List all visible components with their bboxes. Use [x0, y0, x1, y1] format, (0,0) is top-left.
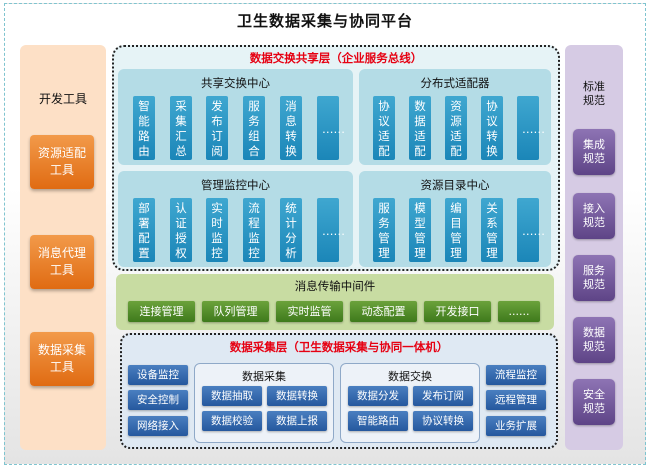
distributed-adapter: 分布式适配器 协议适配 数据适配 资源适配 协议转换 ……	[359, 69, 551, 165]
center-item[interactable]: 模型管理	[409, 198, 431, 262]
collect-left-item[interactable]: 网络接入	[128, 416, 188, 436]
center-item[interactable]: 资源适配	[445, 96, 467, 160]
resource-adapter-tool[interactable]: 资源适配工具	[30, 135, 94, 189]
center-item[interactable]: 发布订阅	[206, 96, 228, 160]
collect-right-item[interactable]: 业务扩展	[486, 416, 546, 436]
center-item[interactable]: 协议转换	[481, 96, 503, 160]
group-item[interactable]: 数据分发	[348, 386, 408, 406]
message-middleware: 消息传输中间件 连接管理 队列管理 实时监管 动态配置 开发接口 ......	[116, 274, 554, 330]
center-title: 资源目录中心	[420, 178, 490, 192]
center-item[interactable]: 消息转换	[280, 96, 302, 160]
center-title: 分布式适配器	[420, 76, 490, 90]
middleware-item[interactable]: 队列管理	[202, 301, 269, 322]
center-item[interactable]: 协议适配	[373, 96, 395, 160]
center-item[interactable]: 部署配置	[133, 198, 155, 262]
resource-catalog-center: 资源目录中心 服务管理 模型管理 编目管理 关系管理 ……	[359, 171, 551, 267]
center-item[interactable]: 服务管理	[373, 198, 395, 262]
group-item[interactable]: 发布订阅	[413, 386, 473, 406]
center-item-more[interactable]: ……	[317, 198, 345, 262]
middleware-item[interactable]: 实时监管	[276, 301, 343, 322]
center-item[interactable]: 编目管理	[445, 198, 467, 262]
data-exchange-share-layer: 数据交换共享层（企业服务总线） 共享交换中心 智能路由 采集汇总 发布订阅 服务…	[112, 45, 560, 271]
share-exchange-center: 共享交换中心 智能路由 采集汇总 发布订阅 服务组合 消息转换 ……	[118, 69, 353, 165]
center-item-more[interactable]: ……	[517, 198, 545, 262]
center-item[interactable]: 智能路由	[133, 96, 155, 160]
collect-right-item[interactable]: 远程管理	[486, 390, 546, 410]
center-title: 管理监控中心	[201, 178, 270, 192]
data-collect-tool[interactable]: 数据采集工具	[30, 332, 94, 386]
center-item[interactable]: 数据适配	[409, 96, 431, 160]
middleware-item[interactable]: 开发接口	[424, 301, 491, 322]
standards-title: 标准规范	[583, 80, 605, 107]
dev-tools-column: 开发工具 资源适配工具 消息代理工具 数据采集工具	[20, 45, 106, 450]
group-title: 数据采集	[242, 370, 286, 383]
collect-layer-title: 数据采集层（卫生数据采集与协同一体机）	[229, 340, 449, 354]
center-item[interactable]: 认证授权	[170, 198, 192, 262]
service-spec[interactable]: 服务规范	[573, 255, 615, 301]
group-item[interactable]: 智能路由	[348, 411, 408, 431]
center-item[interactable]: 服务组合	[243, 96, 265, 160]
collect-left-item[interactable]: 安全控制	[128, 390, 188, 410]
standards-column: 标准规范 集成规范 接入规范 服务规范 数据规范 安全规范	[565, 45, 623, 450]
collect-left-item[interactable]: 设备监控	[128, 365, 188, 385]
integration-spec[interactable]: 集成规范	[573, 129, 615, 175]
security-spec[interactable]: 安全规范	[573, 379, 615, 425]
middleware-item-more[interactable]: ......	[498, 301, 540, 322]
data-collect-layer: 数据采集层（卫生数据采集与协同一体机） 设备监控 安全控制 网络接入 数据采集 …	[120, 333, 558, 449]
group-item[interactable]: 数据上报	[267, 411, 327, 431]
message-proxy-tool[interactable]: 消息代理工具	[30, 235, 94, 289]
dev-tools-title: 开发工具	[38, 92, 87, 106]
group-item[interactable]: 数据校验	[202, 411, 262, 431]
center-item[interactable]: 采集汇总	[170, 96, 192, 160]
group-item[interactable]: 协议转换	[413, 411, 473, 431]
center-title: 共享交换中心	[201, 76, 270, 90]
center-item[interactable]: 关系管理	[481, 198, 503, 262]
data-spec[interactable]: 数据规范	[573, 317, 615, 363]
center-item[interactable]: 统计分析	[280, 198, 302, 262]
center-item[interactable]: 流程监控	[243, 198, 265, 262]
diagram-title: 卫生数据采集与协同平台	[236, 12, 413, 30]
group-item[interactable]: 数据转换	[267, 386, 327, 406]
center-item-more[interactable]: ……	[317, 96, 345, 160]
group-item[interactable]: 数据抽取	[202, 386, 262, 406]
middleware-title: 消息传输中间件	[294, 279, 376, 293]
share-layer-title: 数据交换共享层（企业服务总线）	[249, 51, 423, 65]
data-collect-group: 数据采集 数据抽取 数据转换 数据校验 数据上报	[194, 363, 334, 443]
data-exchange-group: 数据交换 数据分发 发布订阅 智能路由 协议转换	[340, 363, 480, 443]
center-item-more[interactable]: ……	[517, 96, 545, 160]
middleware-item[interactable]: 连接管理	[128, 301, 195, 322]
middleware-item[interactable]: 动态配置	[350, 301, 417, 322]
management-monitor-center: 管理监控中心 部署配置 认证授权 实时监控 流程监控 统计分析 ……	[118, 171, 353, 267]
center-item[interactable]: 实时监控	[206, 198, 228, 262]
access-spec[interactable]: 接入规范	[573, 193, 615, 239]
group-title: 数据交换	[388, 370, 432, 383]
collect-right-item[interactable]: 流程监控	[486, 365, 546, 385]
